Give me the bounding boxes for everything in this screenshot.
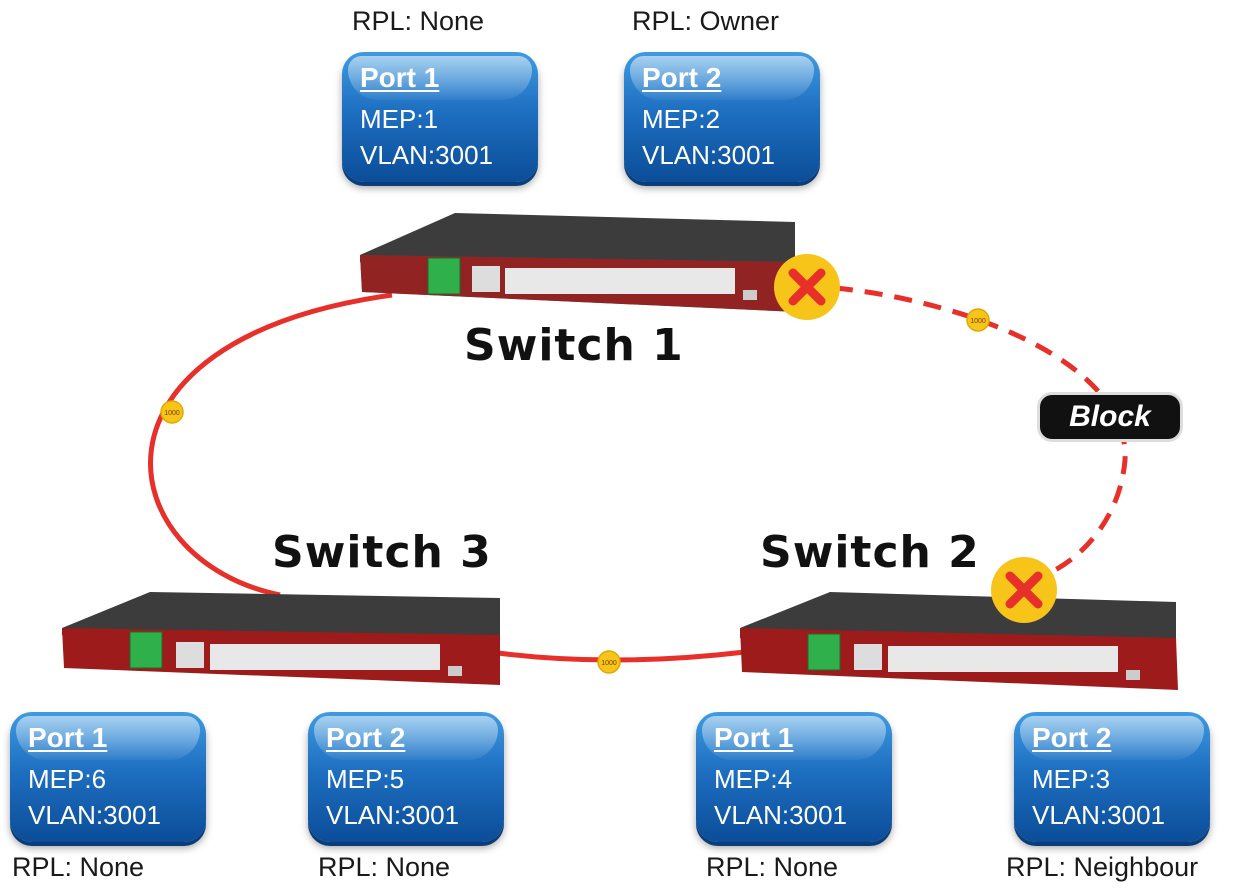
speed-badge-bottom-text: 1000 xyxy=(601,660,617,667)
vlan-label: VLAN:3001 xyxy=(360,140,493,170)
port-title: Port 2 xyxy=(326,722,406,753)
link-switch1-switch2-blocked xyxy=(834,285,1128,578)
mep-label: MEP:6 xyxy=(28,764,107,794)
blocked-port-switch1-icon xyxy=(774,254,840,320)
blocked-port-switch2-icon xyxy=(991,557,1057,623)
switch-2-device xyxy=(740,592,1178,690)
mep-label: MEP:3 xyxy=(1032,764,1111,794)
vlan-label: VLAN:3001 xyxy=(326,800,459,830)
port-title: Port 1 xyxy=(714,722,794,753)
port-title: Port 2 xyxy=(1032,722,1112,753)
switch-1-device xyxy=(360,213,798,312)
switch1-port2-card: Port 2 MEP:2 VLAN:3001 xyxy=(624,52,820,182)
mep-label: MEP:5 xyxy=(326,764,405,794)
switch3-port2-rpl: RPL: None xyxy=(318,852,451,882)
switch-3-device xyxy=(62,592,500,685)
mep-label: MEP:1 xyxy=(360,104,439,134)
mep-label: MEP:2 xyxy=(642,104,721,134)
switch-1-label: Switch 1 xyxy=(464,320,684,371)
vlan-label: VLAN:3001 xyxy=(642,140,775,170)
switch-2-label: Switch 2 xyxy=(760,527,980,578)
port-title: Port 1 xyxy=(360,62,440,93)
port-title: Port 1 xyxy=(28,722,108,753)
switch3-port1-rpl: RPL: None xyxy=(12,852,145,882)
switch3-port2-card: Port 2 MEP:5 VLAN:3001 xyxy=(308,712,504,842)
speed-badge-left-text: 1000 xyxy=(164,410,180,417)
switch2-port1-card: Port 1 MEP:4 VLAN:3001 xyxy=(696,712,892,842)
vlan-label: VLAN:3001 xyxy=(1032,800,1165,830)
speed-badge-left: 1000 xyxy=(160,400,184,424)
vlan-label: VLAN:3001 xyxy=(28,800,161,830)
switch1-port1-card: Port 1 MEP:1 VLAN:3001 xyxy=(342,52,538,182)
link-switch1-switch3 xyxy=(148,292,393,598)
speed-badge-right-text: 1000 xyxy=(970,318,986,325)
speed-badge-bottom: 1000 xyxy=(597,650,621,674)
speed-badge-right: 1000 xyxy=(966,308,990,332)
switch1-port2-rpl: RPL: Owner xyxy=(632,6,780,36)
switch2-port2-rpl: RPL: Neighbour xyxy=(1006,852,1199,882)
block-label: Block xyxy=(1040,395,1180,439)
mep-label: MEP:4 xyxy=(714,764,793,794)
switch3-port1-card: Port 1 MEP:6 VLAN:3001 xyxy=(10,712,206,842)
switch2-port2-card: Port 2 MEP:3 VLAN:3001 xyxy=(1014,712,1210,842)
vlan-label: VLAN:3001 xyxy=(714,800,847,830)
switch-3-label: Switch 3 xyxy=(272,527,492,578)
switch1-port1-rpl: RPL: None xyxy=(352,6,485,36)
switch2-port1-rpl: RPL: None xyxy=(706,852,839,882)
port-title: Port 2 xyxy=(642,62,722,93)
